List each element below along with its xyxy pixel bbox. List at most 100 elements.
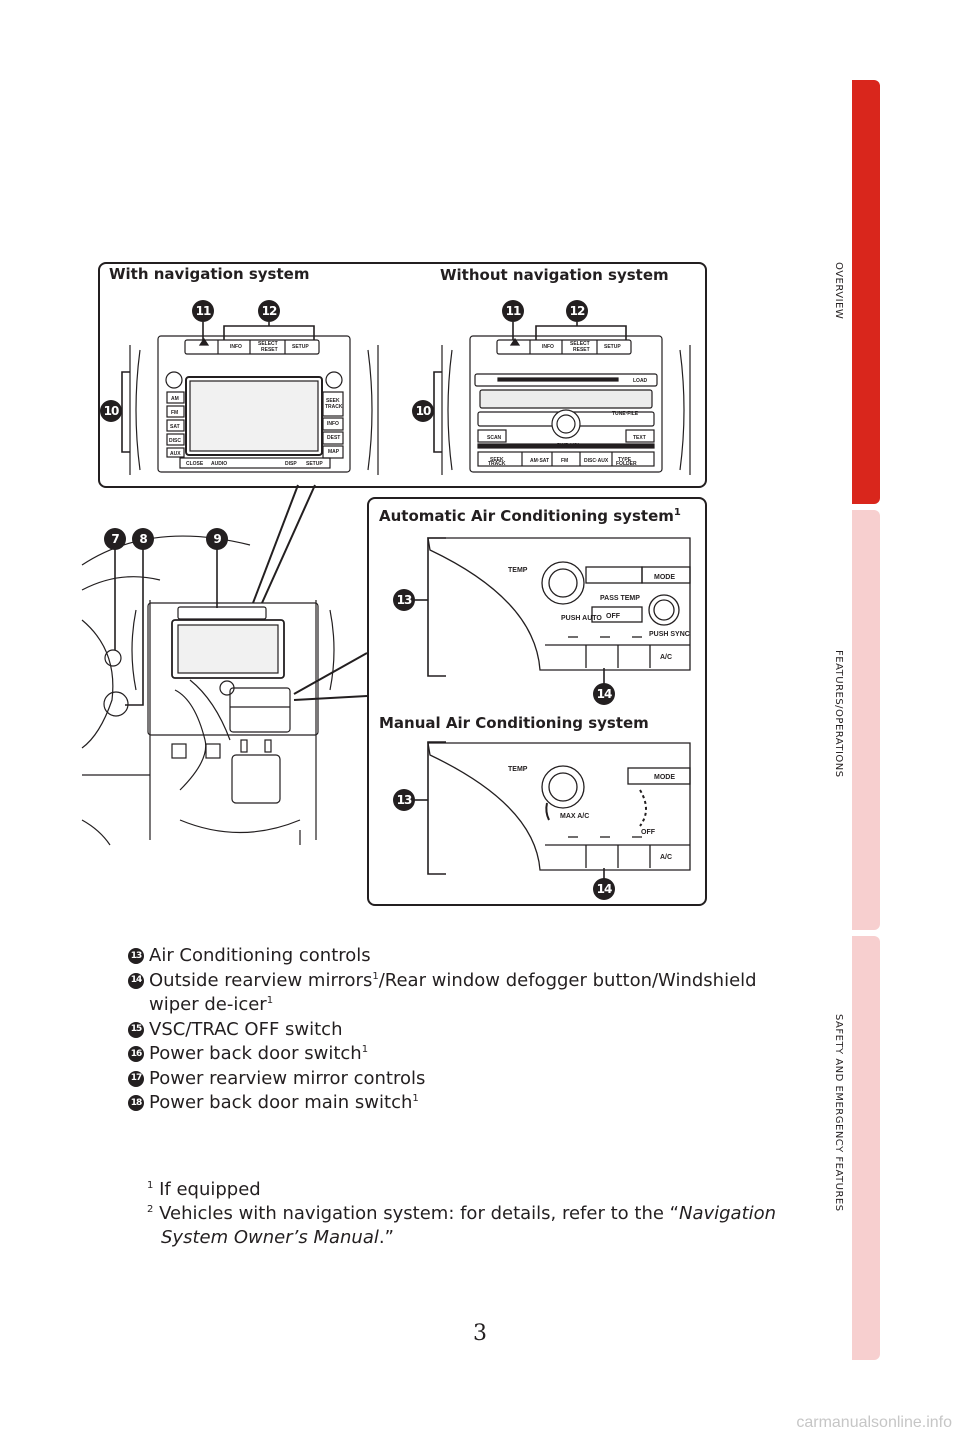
svg-text:PUSH AUTO: PUSH AUTO <box>561 615 602 622</box>
legend-item-13: 13 Air Conditioning controls <box>128 944 808 969</box>
footnote-text: Vehicles with navigation system: for det… <box>159 1203 679 1224</box>
legend-item-18: 18 Power back door main switch1 <box>128 1091 808 1116</box>
legend-text: Outside rearview mirrors <box>149 969 373 991</box>
svg-text:AUX: AUX <box>170 451 181 457</box>
footnote-1: 1 If equipped <box>147 1178 807 1202</box>
legend-item-17: 17 Power rearview mirror controls <box>128 1067 808 1092</box>
svg-text:A/C: A/C <box>660 654 672 661</box>
svg-text:SETUP: SETUP <box>306 461 323 467</box>
callout-10-nav: 10 <box>100 400 122 422</box>
svg-text:SCAN: SCAN <box>487 435 502 441</box>
manual-ac-drawing <box>427 742 691 871</box>
svg-text:SEEK: SEEK <box>326 398 340 404</box>
svg-text:FM: FM <box>171 410 178 416</box>
svg-text:TRACK: TRACK <box>488 461 506 467</box>
callout-12-radio: 12 <box>566 300 588 322</box>
tab-overview-bar[interactable] <box>852 80 880 504</box>
svg-text:INFO: INFO <box>542 344 554 350</box>
tab-features-bar[interactable] <box>852 510 880 930</box>
ac-panel <box>367 497 707 906</box>
svg-text:TUNE·FILE: TUNE·FILE <box>612 411 639 417</box>
footnote-2: 2 Vehicles with navigation system: for d… <box>147 1202 807 1250</box>
svg-text:SELECT: SELECT <box>258 341 278 347</box>
svg-text:MODE: MODE <box>654 574 675 581</box>
footnotes: 1 If equipped 2 Vehicles with navigation… <box>147 1178 807 1250</box>
svg-text:FOLDER: FOLDER <box>616 461 637 467</box>
svg-text:FM: FM <box>561 458 568 464</box>
svg-text:OFF: OFF <box>641 829 656 836</box>
footnote-italic-line2: System Owner’s Manual <box>161 1227 379 1248</box>
svg-text:RESET: RESET <box>261 347 278 353</box>
svg-text:PWR·VOL: PWR·VOL <box>557 443 581 449</box>
legend-number: 14 <box>128 972 144 989</box>
legend-text: Air Conditioning controls <box>149 945 371 966</box>
legend-number: 15 <box>128 1021 144 1038</box>
auto-ac-title: Automatic Air Conditioning system1 <box>379 507 681 525</box>
legend-item-16: 16 Power back door switch1 <box>128 1042 808 1067</box>
callout-13-auto: 13 <box>393 589 415 611</box>
svg-text:PASS TEMP: PASS TEMP <box>600 595 640 602</box>
svg-text:INFO: INFO <box>327 421 339 427</box>
svg-text:DISC: DISC <box>169 438 181 444</box>
svg-text:AM: AM <box>171 396 179 402</box>
svg-text:DEST: DEST <box>327 435 340 441</box>
footnote-ref: 1 <box>266 995 274 1006</box>
svg-text:DISP: DISP <box>285 461 297 467</box>
svg-text:SEEK: SEEK <box>490 457 504 463</box>
footnote-ref: 1 <box>412 1093 419 1104</box>
svg-text:SELECT: SELECT <box>570 341 590 347</box>
footnote-mark: 2 <box>147 1204 154 1215</box>
callout-14-auto: 14 <box>593 683 615 705</box>
no-nav-system-title: Without navigation system <box>440 266 669 284</box>
svg-text:CLOSE: CLOSE <box>186 461 204 467</box>
svg-text:A/C: A/C <box>660 854 672 861</box>
callout-8: 8 <box>132 528 154 550</box>
auto-ac-drawing <box>427 537 691 671</box>
legend-number: 13 <box>128 948 144 964</box>
watermark[interactable]: carmanualsonline.info <box>796 1414 952 1431</box>
svg-text:SAT: SAT <box>170 424 180 430</box>
legend-number: 17 <box>128 1070 144 1087</box>
legend-text: Power back door main switch <box>149 1092 413 1113</box>
svg-text:TYPE: TYPE <box>618 457 632 463</box>
callout-14-manual: 14 <box>593 878 615 900</box>
legend-item-14: 14 Outside rearview mirrors1/Rear window… <box>128 969 808 1018</box>
callout-10-radio: 10 <box>412 400 434 422</box>
nav-unit-drawing <box>129 335 379 475</box>
svg-text:PUSH SYNC: PUSH SYNC <box>649 631 690 638</box>
svg-text:AUDIO: AUDIO <box>211 461 227 467</box>
legend-number: 16 <box>128 1046 144 1062</box>
footnote-italic: Navigation <box>678 1203 777 1224</box>
legend-item-15: 15 VSC/TRAC OFF switch <box>128 1018 808 1043</box>
page-number: 3 <box>473 1321 487 1346</box>
svg-text:INFO: INFO <box>230 344 242 350</box>
legend-number: 18 <box>128 1095 144 1111</box>
footnote-end: .” <box>378 1227 394 1248</box>
tab-overview-label: OVERVIEW <box>833 262 844 320</box>
callout-7: 7 <box>104 528 126 550</box>
svg-text:SETUP: SETUP <box>604 344 621 350</box>
dashboard-drawing <box>81 535 335 846</box>
callout-12-nav: 12 <box>258 300 280 322</box>
legend-text-line2: wiper de-icer <box>149 994 267 1015</box>
svg-text:LOAD: LOAD <box>633 378 648 384</box>
nav-system-title: With navigation system <box>109 265 310 283</box>
svg-text:TEMP: TEMP <box>508 766 528 773</box>
svg-text:TEMP: TEMP <box>508 567 528 574</box>
svg-text:TEXT: TEXT <box>633 435 646 441</box>
svg-text:SETUP: SETUP <box>292 344 309 350</box>
svg-text:DISC·AUX: DISC·AUX <box>584 458 609 464</box>
callout-11-radio: 11 <box>502 300 524 322</box>
svg-text:MAX A/C: MAX A/C <box>560 813 589 820</box>
footnote-mark: 1 <box>147 1180 154 1191</box>
callout-13-manual: 13 <box>393 789 415 811</box>
tab-safety-bar[interactable] <box>852 936 880 1360</box>
callout-9: 9 <box>206 528 228 550</box>
legend-list: 13 Air Conditioning controls 14 Outside … <box>128 944 808 1116</box>
legend-text: Power back door switch <box>149 1043 362 1064</box>
svg-text:MAP: MAP <box>328 449 340 455</box>
callout-11-nav: 11 <box>192 300 214 322</box>
footnote-ref: 1 <box>361 1044 369 1055</box>
tab-safety-label: SAFETY AND EMERGENCY FEATURES <box>833 1014 844 1212</box>
